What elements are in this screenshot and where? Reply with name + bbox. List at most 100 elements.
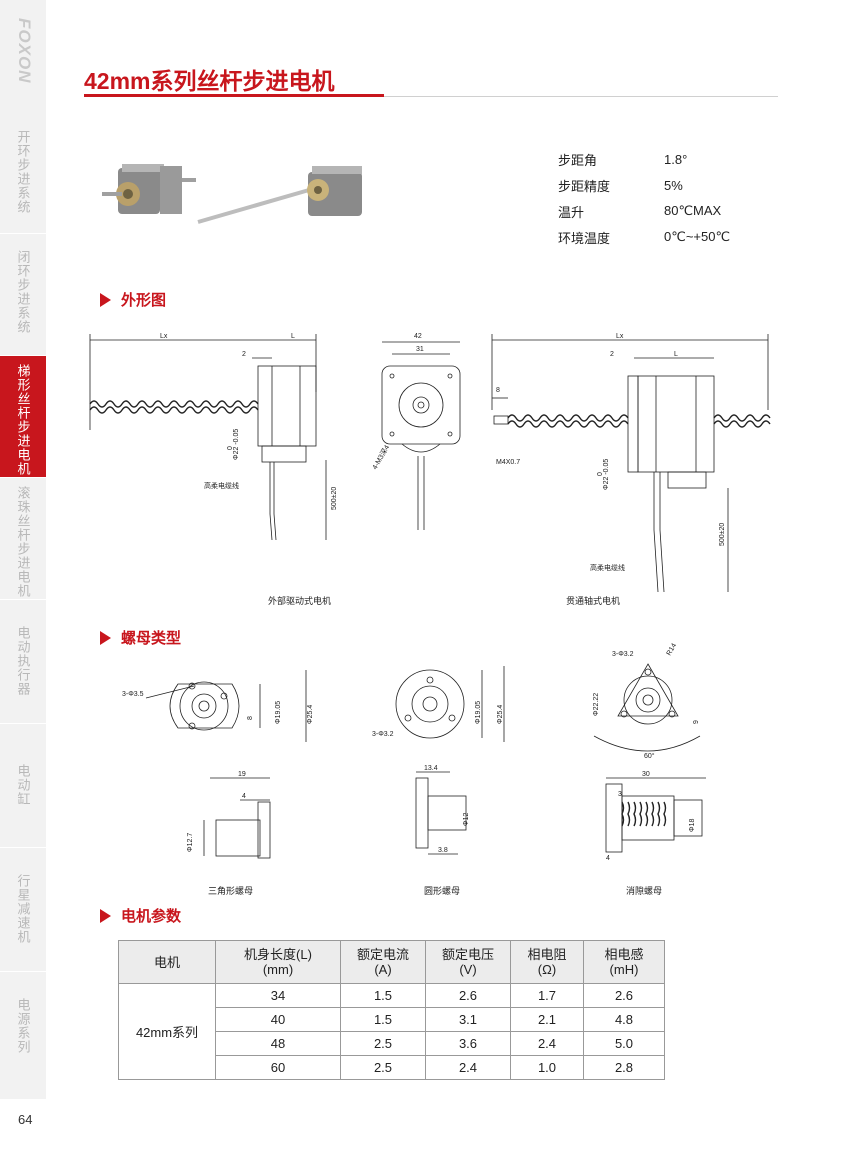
dim-l: L <box>674 351 678 358</box>
nav-item-power[interactable]: 电源系列 <box>0 972 46 1100</box>
table-row: 48 2.5 3.6 2.4 5.0 <box>119 1031 665 1056</box>
dim-w: 13.4 <box>424 765 438 772</box>
dim-width-31: 31 <box>416 346 424 353</box>
table-cell: 2.6 <box>583 983 665 1008</box>
drawing-round-nut-front: Φ19.05 Φ25.4 3-Φ3.2 <box>372 666 505 742</box>
caption-triangle-nut: 三角形螺母 <box>208 886 254 896</box>
section-heading-outline: 外形图 <box>100 289 166 310</box>
dim-lx: Lx <box>160 333 168 340</box>
drawing-antibacklash-nut-front: 3-Φ3.2 R14 Φ22.22 9 60° <box>593 642 701 760</box>
caption-through-motor: 贯通轴式电机 <box>566 596 621 606</box>
drawing-external-motor: Lx L 2 Φ22 -0.05 0 500±20 高柔电缆线 <box>89 333 338 541</box>
nav-item-actuator[interactable]: 电动执行器 <box>0 600 46 724</box>
dim-lx: Lx <box>616 333 624 340</box>
spec-key: 步距角 <box>558 152 598 168</box>
table-cell: 4.8 <box>583 1007 665 1032</box>
header-voltage: 额定电压(V) <box>425 940 511 984</box>
dim-cable-length: 500±20 <box>331 487 338 510</box>
drawing-round-nut-side: 13.4 Φ12 3.8 <box>415 765 470 855</box>
dim-width: 9 <box>693 720 700 724</box>
dim-zero: 0 <box>227 446 234 450</box>
motor-through-photo <box>197 166 362 224</box>
dim-holes: 3-Φ3.5 <box>122 691 144 698</box>
dim-d2: Φ25.4 <box>307 705 314 724</box>
dim-two: 2 <box>610 351 614 358</box>
dim-d1: Φ19.05 <box>275 701 282 724</box>
nav-item-planetary-reducer[interactable]: 行星减速机 <box>0 848 46 972</box>
table-cell: 1.5 <box>340 983 426 1008</box>
spec-key: 步距精度 <box>558 178 611 194</box>
title-rule <box>384 96 778 97</box>
table-cell: 34 <box>215 983 341 1008</box>
drawing-front-view: 42 31 4-M3深4 <box>370 333 461 530</box>
dim-shaft: Φ22 -0.05 <box>603 459 610 490</box>
dim-zero: 0 <box>597 472 604 476</box>
dim-w: 30 <box>642 771 650 778</box>
dim-holes: 3-Φ3.2 <box>372 731 394 738</box>
triangle-bullet-icon <box>100 630 111 645</box>
spec-key: 环境温度 <box>558 230 611 246</box>
dim-d3: 8 <box>247 716 254 720</box>
table-cell: 2.8 <box>583 1055 665 1080</box>
table-cell: 2.4 <box>425 1055 511 1080</box>
side-nav: FOXON 开环步进系统 闭环步进系统 梯形丝杆步进电机 滚珠丝杆步进电机 电动… <box>0 0 46 1100</box>
triangle-bullet-icon <box>100 292 111 307</box>
table-cell: 48 <box>215 1031 341 1056</box>
product-photo <box>102 164 362 224</box>
motor-external-photo <box>102 164 196 214</box>
dim-height: Φ22.22 <box>593 693 600 716</box>
caption-antibacklash-nut: 消隙螺母 <box>626 886 663 896</box>
dim-eight: 8 <box>496 387 500 394</box>
header-length: 机身长度(L)(mm) <box>215 940 341 984</box>
dim-t: 4 <box>242 793 246 800</box>
dim-thread: M4X0.7 <box>496 459 520 466</box>
caption-external-motor: 外部驱动式电机 <box>268 596 332 606</box>
header-current: 额定电流(A) <box>340 940 426 984</box>
table-cell: 2.4 <box>510 1031 584 1056</box>
dim-d: Φ12 <box>463 813 470 826</box>
label-cable: 高柔电缆线 <box>590 563 625 572</box>
table-cell: 1.7 <box>510 983 584 1008</box>
nav-item-open-loop[interactable]: 开环步进系统 <box>0 112 46 234</box>
section-heading-params: 电机参数 <box>100 905 181 926</box>
nav-item-closed-loop[interactable]: 闭环步进系统 <box>0 234 46 356</box>
nav-item-ball-screw[interactable]: 滚珠丝杆步进电机 <box>0 478 46 600</box>
page-number: 64 <box>18 1112 33 1127</box>
dim-d: Φ12.7 <box>187 833 194 852</box>
title-underline <box>84 94 384 97</box>
table-cell: 40 <box>215 1007 341 1032</box>
table-cell: 1.0 <box>510 1055 584 1080</box>
nav-item-trapezoidal-screw[interactable]: 梯形丝杆步进电机 <box>0 356 46 478</box>
header-motor: 电机 <box>118 940 216 984</box>
table-cell: 2.5 <box>340 1055 426 1080</box>
nav-item-cylinder[interactable]: 电动缸 <box>0 724 46 848</box>
dim-cable-length: 500±20 <box>719 523 726 546</box>
table-cell: 5.0 <box>583 1031 665 1056</box>
spec-key: 温升 <box>558 204 585 220</box>
header-resistance: 相电阻(Ω) <box>510 940 584 984</box>
dim-d2: Φ25.4 <box>497 705 504 724</box>
dim-d1: Φ19.05 <box>475 701 482 724</box>
section-heading-nut: 螺母类型 <box>100 627 181 648</box>
dim-t2: 4 <box>606 855 610 862</box>
dim-width-42: 42 <box>414 333 422 340</box>
dim-holes: 3-Φ3.2 <box>612 651 634 658</box>
table-header-row: 电机 机身长度(L)(mm) 额定电流(A) 额定电压(V) 相电阻(Ω) 相电… <box>118 940 665 984</box>
drawing-triangle-nut-front: 3-Φ3.5 Φ19.05 Φ25.4 8 <box>122 670 314 742</box>
table-cell: 2.5 <box>340 1031 426 1056</box>
dim-t: 3.8 <box>438 847 448 854</box>
dim-d: Φ18 <box>689 819 696 832</box>
table-cell: 1.5 <box>340 1007 426 1032</box>
table-cell: 2.6 <box>425 983 511 1008</box>
drawing-through-motor: Lx L 2 8 M4X0.7 Φ22 -0.05 0 500±20 高柔电缆线 <box>491 333 771 593</box>
drawing-antibacklash-nut-side: 30 3 4 Φ18 <box>605 771 706 862</box>
brand-logo: FOXON <box>12 18 34 92</box>
series-cell: 42mm系列 <box>118 983 216 1080</box>
header-inductance: 相电感(mH) <box>583 940 665 984</box>
triangle-bullet-icon <box>100 908 111 923</box>
table-row: 40 1.5 3.1 2.1 4.8 <box>119 1007 665 1032</box>
